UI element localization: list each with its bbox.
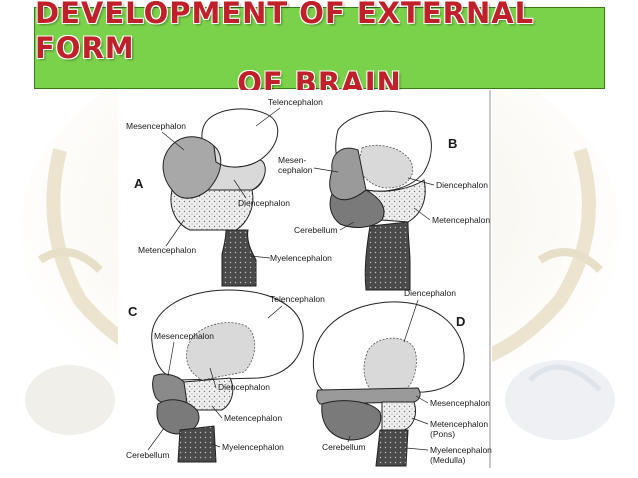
panel-c-metencephalon-shape xyxy=(183,377,234,411)
panel-d-leader-mesencephalon xyxy=(415,395,429,404)
title-banner: DEVELOPMENT OF EXTERNAL FORM OF BRAIN xyxy=(34,0,605,100)
panel-a: A Telencephalon Mesencephalon Diencephal… xyxy=(126,97,332,287)
panel-b-leader-cerebellum xyxy=(339,221,355,231)
panel-c-label-cerebellum: Cerebellum xyxy=(126,450,169,460)
panel-d-leader-cerebellum xyxy=(347,435,351,443)
panel-c-myelencephalon-shape xyxy=(177,425,217,463)
panel-b-myelencephalon-shape xyxy=(364,221,411,291)
panel-c-diencephalon-shape xyxy=(186,322,256,381)
panel-a-leader-myelencephalon xyxy=(249,255,271,259)
panel-d-letter: D xyxy=(456,314,465,329)
panel-d-leader-myelencephalon xyxy=(405,447,429,451)
panel-a-label-mesencephalon: Mesencephalon xyxy=(126,121,186,131)
panel-d-label-metencephalon: Metencephalon xyxy=(430,419,488,429)
panel-d-leader-diencephalon xyxy=(403,299,419,343)
panel-d: D Diencephalon Mesencephalon Metencephal… xyxy=(312,288,492,467)
panel-a-leader-diencephalon xyxy=(233,179,247,199)
panel-b-leader-diencephalon xyxy=(407,177,435,186)
panel-c-cerebellum-shape xyxy=(156,399,200,435)
panel-c-label-telencephalon: Telencephalon xyxy=(270,294,325,304)
panel-c-label-metencephalon: Metencephalon xyxy=(224,413,282,423)
panel-d-myelencephalon-shape xyxy=(375,429,409,467)
panel-c-label-mesencephalon: Mesencephalon xyxy=(154,331,214,341)
panel-b-label-diencephalon: Diencephalon xyxy=(436,180,488,190)
panel-b-label-metencephalon: Metencephalon xyxy=(432,215,490,225)
panel-c-leader-diencephalon xyxy=(209,367,217,389)
panel-c-label-diencephalon: Diencephalon xyxy=(218,382,270,392)
panel-a-label-metencephalon: Metencephalon xyxy=(138,245,196,255)
panel-d-cerebellum-shape xyxy=(321,400,382,441)
brain-development-figure: A Telencephalon Mesencephalon Diencephal… xyxy=(118,90,492,468)
slide-title-line-1: DEVELOPMENT OF EXTERNAL FORM xyxy=(35,0,535,65)
panel-d-label-medulla: (Medulla) xyxy=(430,455,466,465)
panel-a-label-diencephalon: Diencephalon xyxy=(238,198,290,208)
panel-d-label-diencephalon: Diencephalon xyxy=(404,288,456,298)
panel-d-metencephalon-shape xyxy=(381,401,417,431)
panel-c: C Telencephalon Mesencephalon Diencephal… xyxy=(126,289,325,463)
panel-c-leader-cerebellum xyxy=(147,427,165,451)
panel-d-label-myelencephalon: Myelencephalon xyxy=(430,445,492,455)
panel-d-label-mesencephalon: Mesencephalon xyxy=(430,398,490,408)
panel-c-label-myelencephalon: Myelencephalon xyxy=(222,442,284,452)
panel-c-leader-mesencephalon xyxy=(167,341,175,377)
panel-b: B Mesen- cephalon Diencephalon Metenceph… xyxy=(278,110,490,291)
panel-a-letter: A xyxy=(134,176,144,191)
panel-a-diencephalon-shape xyxy=(206,144,266,191)
panel-d-diencephalon-shape xyxy=(363,337,417,393)
panel-b-label-cerebellum: Cerebellum xyxy=(294,225,337,235)
panel-a-label-telencephalon: Telencephalon xyxy=(268,97,323,107)
panel-c-leader-metencephalon xyxy=(211,405,223,419)
panel-c-leader-telencephalon xyxy=(267,305,283,319)
panel-a-leader-metencephalon xyxy=(165,219,185,247)
panel-d-leader-metencephalon xyxy=(411,417,429,425)
panel-b-label-mesencephalon-2: cephalon xyxy=(278,165,313,175)
panel-d-label-cerebellum: Cerebellum xyxy=(322,442,365,452)
panel-b-metencephalon-shape xyxy=(365,179,426,223)
panel-c-letter: C xyxy=(128,304,138,319)
panel-b-diencephalon-shape xyxy=(357,144,414,189)
panel-b-letter: B xyxy=(448,136,457,151)
panel-b-leader-mesencephalon xyxy=(313,167,339,173)
panel-a-leader-mesencephalon xyxy=(161,131,185,151)
panel-b-leader-metencephalon xyxy=(413,207,431,221)
panel-d-label-pons: (Pons) xyxy=(430,429,455,439)
panel-a-leader-telencephalon xyxy=(255,107,281,127)
panel-c-leader-myelencephalon xyxy=(211,443,221,448)
panel-b-label-mesencephalon-1: Mesen- xyxy=(278,155,307,165)
panel-a-myelencephalon-shape xyxy=(221,229,257,287)
panel-a-label-myelencephalon: Myelencephalon xyxy=(270,253,332,263)
panel-a-metencephalon-shape xyxy=(170,188,254,231)
